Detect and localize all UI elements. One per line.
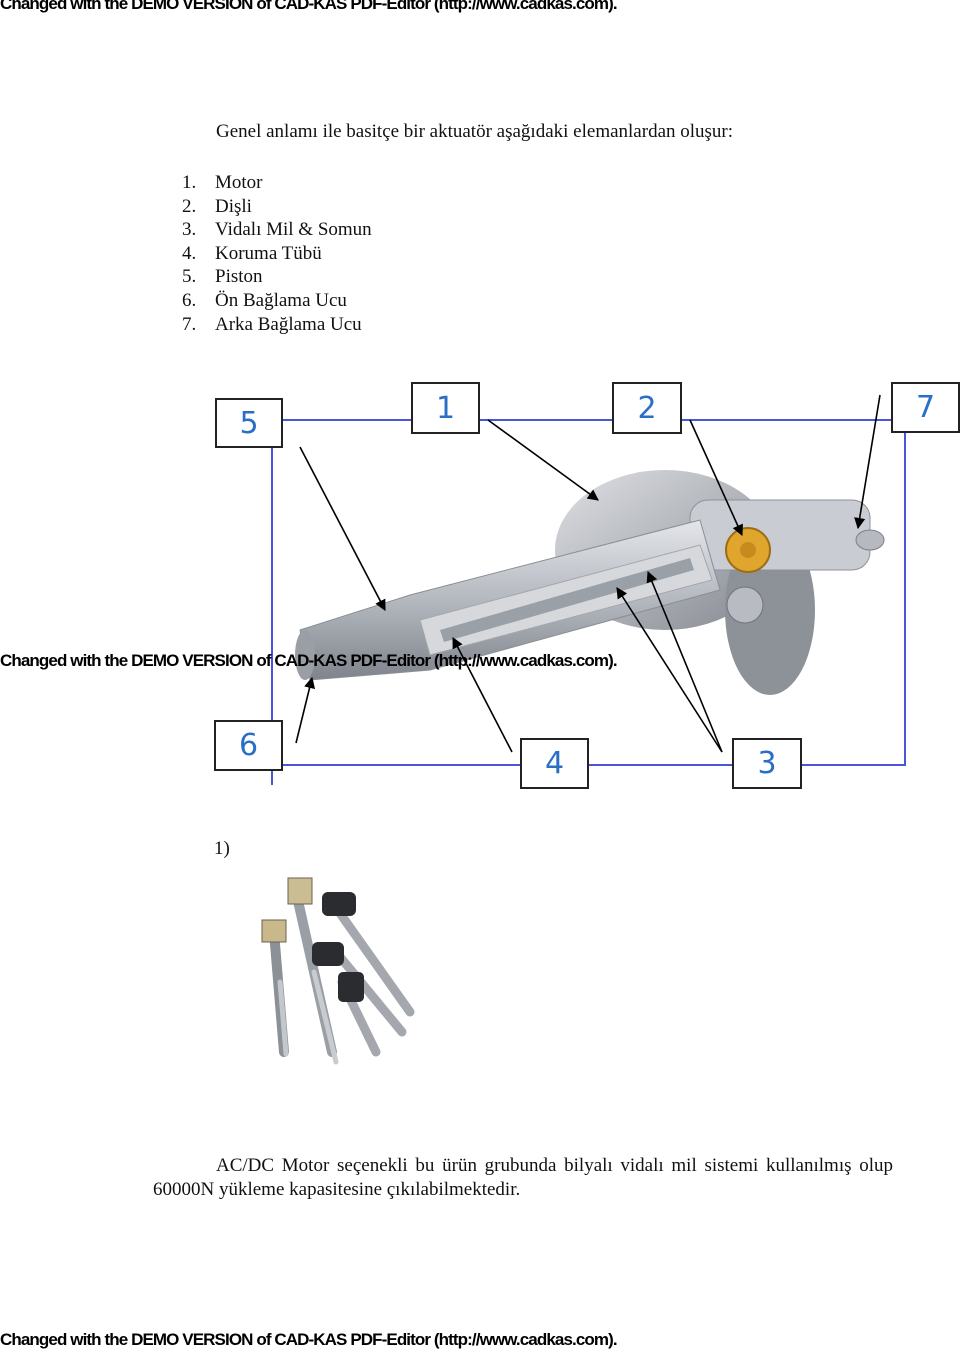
list-item: 5. Piston <box>182 265 372 289</box>
actuator-illustration <box>271 394 906 785</box>
actuator-diagram: 5 1 2 7 6 4 3 <box>0 380 960 800</box>
watermark-middle: Changed with the DEMO VERSION of CAD-KAS… <box>0 651 618 670</box>
parts-list: 1. Motor 2. Dişli 3. Vidalı Mil & Somun 4. K… <box>182 171 372 336</box>
label-4: 4 <box>520 738 589 789</box>
list-item-label: Dişli <box>215 195 252 217</box>
list-item-label: Ön Bağlama Ucu <box>215 289 347 311</box>
list-item: 6. Ön Bağlama Ucu <box>182 289 372 313</box>
intro-text: Genel anlamı ile basitçe bir aktuatör aş… <box>216 121 734 142</box>
label-3: 3 <box>732 738 802 789</box>
list-item-number: 5. <box>182 266 197 288</box>
actuators-photo <box>214 862 454 1106</box>
figure-caption: 1) <box>214 838 230 859</box>
pointer-arrows <box>295 394 881 753</box>
actuators-image <box>261 877 415 1065</box>
label-6: 6 <box>214 720 283 771</box>
actuator-body <box>295 470 885 695</box>
list-item-number: 3. <box>182 219 197 241</box>
list-item-number: 4. <box>182 242 197 264</box>
watermark-bottom: Changed with the DEMO VERSION of CAD-KAS… <box>0 1330 618 1349</box>
list-item-label: Arka Bağlama Ucu <box>215 313 362 335</box>
list-item: 2. Dişli <box>182 195 372 219</box>
list-item-number: 1. <box>182 172 197 193</box>
list-item: 1. Motor <box>182 171 372 195</box>
list-item-label: Motor <box>215 172 263 193</box>
description-text: AC/DC Motor seçenekli bu ürün grubunda b… <box>153 1155 893 1200</box>
list-item-label: Koruma Tübü <box>215 242 322 264</box>
list-item-number: 6. <box>182 289 197 311</box>
list-item-number: 2. <box>182 195 197 217</box>
list-item-label: Piston <box>215 266 263 288</box>
watermark-top: Changed with the DEMO VERSION of CAD-KAS… <box>0 0 618 13</box>
description-paragraph: AC/DC Motor seçenekli bu ürün grubunda b… <box>153 1154 893 1202</box>
label-2: 2 <box>612 382 682 434</box>
label-1: 1 <box>411 382 480 434</box>
list-item: 7. Arka Bağlama Ucu <box>182 313 372 337</box>
list-item-number: 7. <box>182 313 197 335</box>
list-item: 4. Koruma Tübü <box>182 242 372 266</box>
list-item: 3. Vidalı Mil & Somun <box>182 218 372 242</box>
label-7: 7 <box>891 382 960 433</box>
list-item-label: Vidalı Mil & Somun <box>215 219 372 241</box>
label-5: 5 <box>215 398 283 448</box>
